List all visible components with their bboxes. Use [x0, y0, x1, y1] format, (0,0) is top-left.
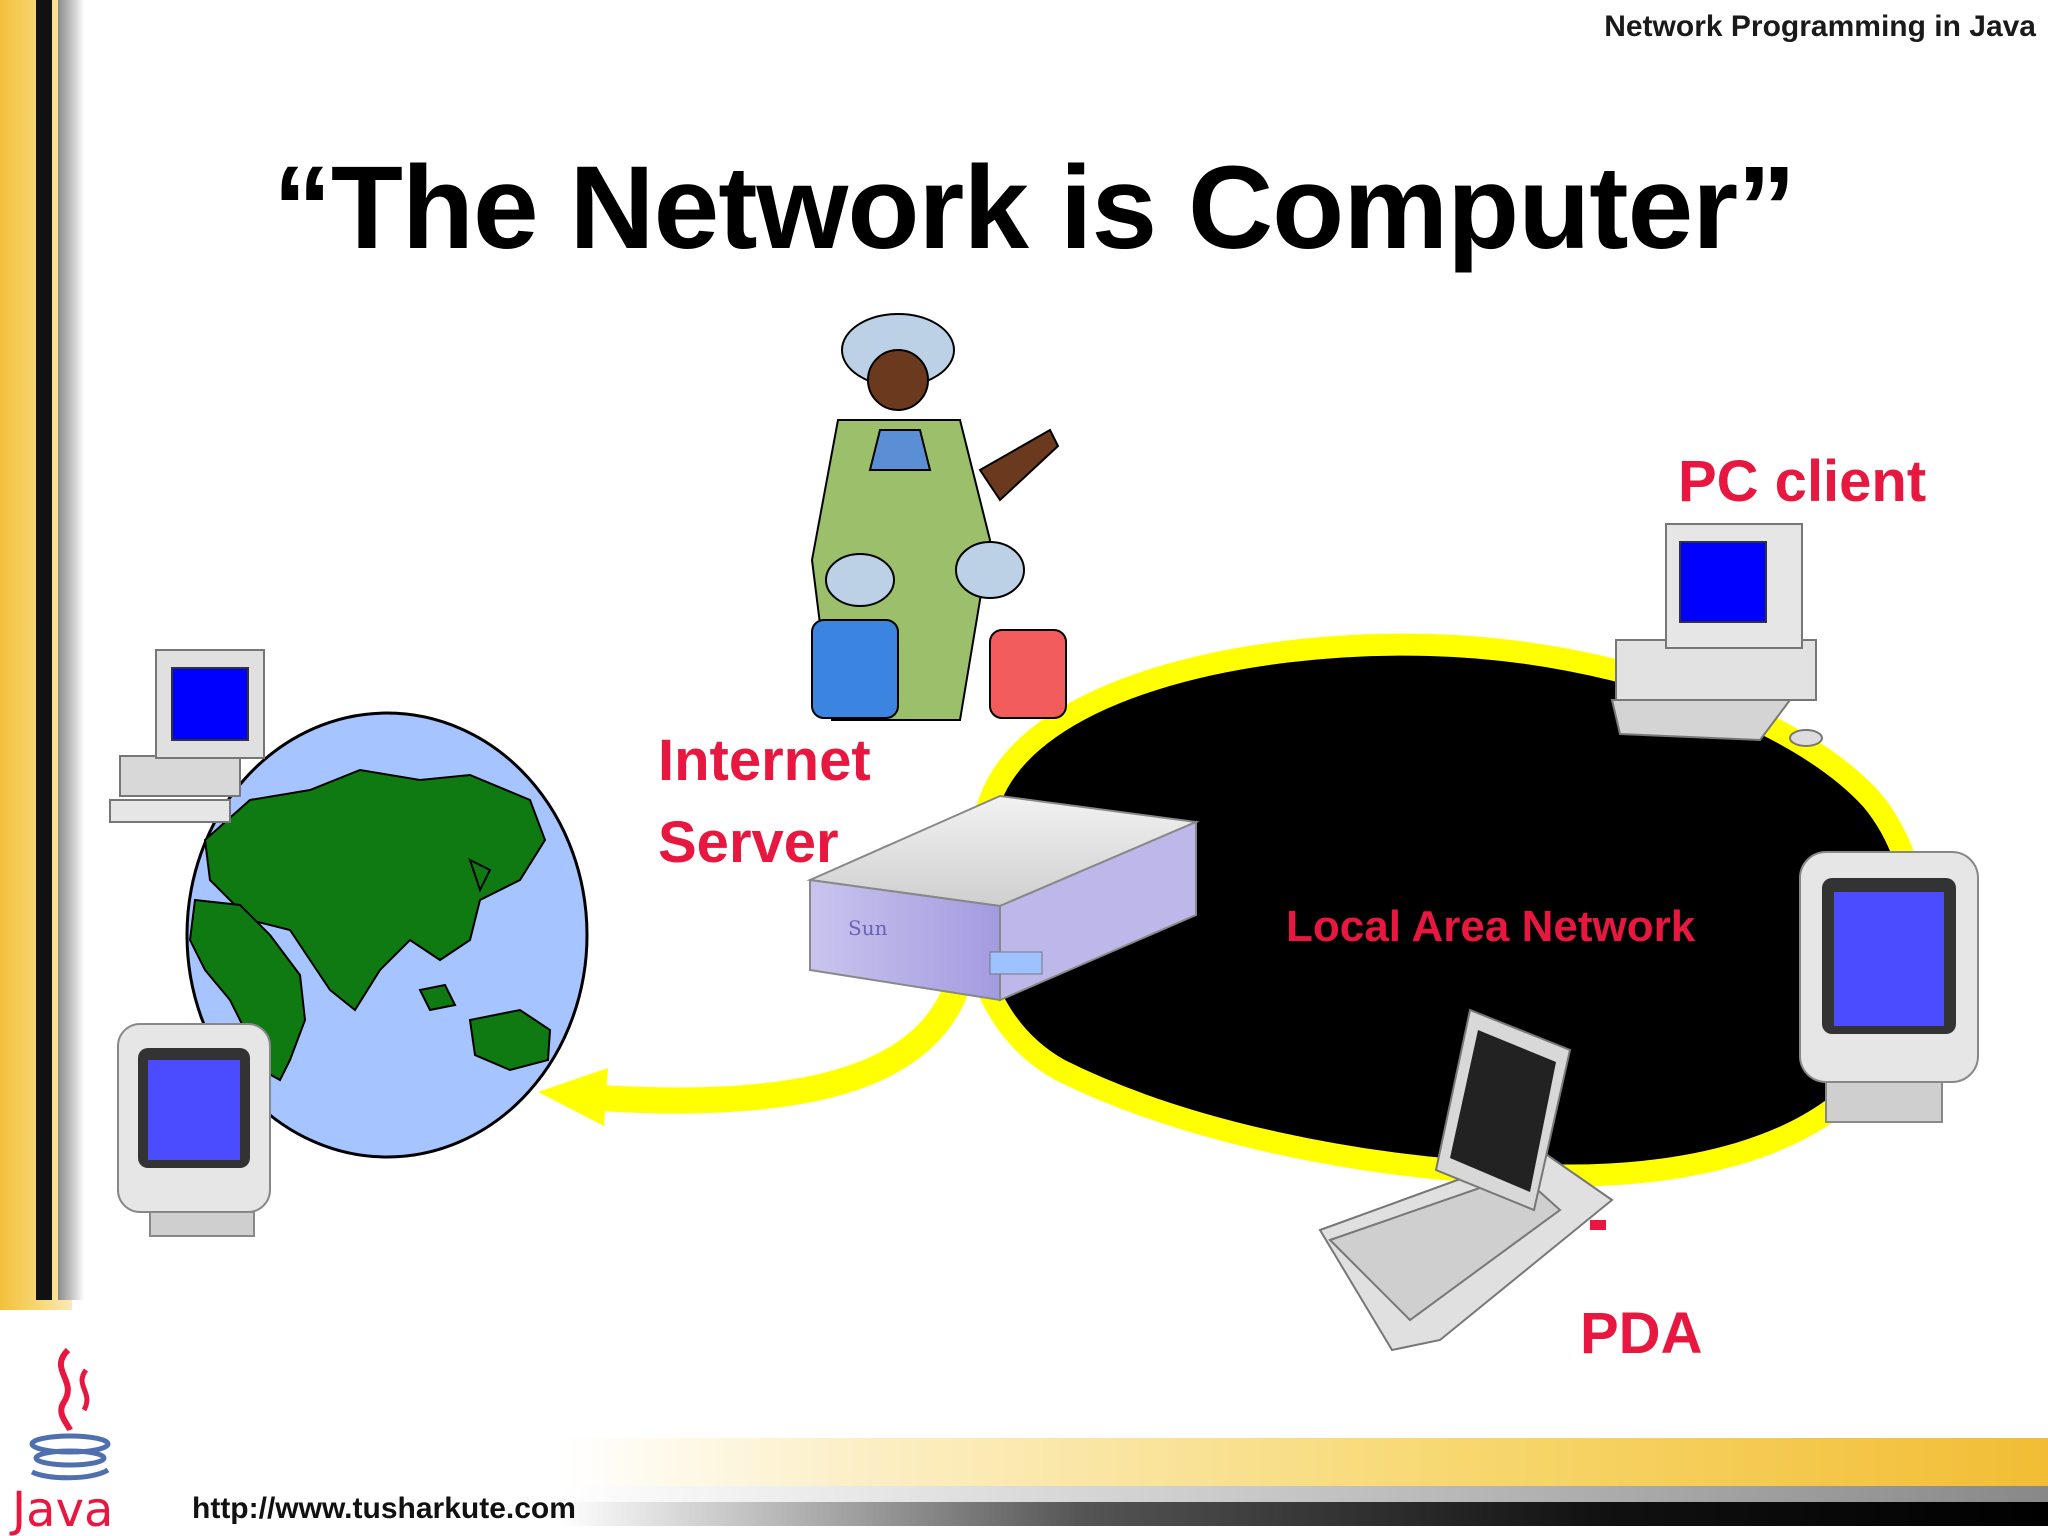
- pc-left-icon: [109, 649, 265, 823]
- server-brand-text: Sun: [848, 916, 888, 940]
- course-title: Network Programming in Java: [1604, 10, 2036, 43]
- guide-with-children-icon: [810, 313, 1067, 721]
- left-black-bar: [36, 0, 52, 1300]
- pc-client-label: PC client: [1678, 449, 1927, 514]
- pda-icon: [1318, 1008, 1614, 1352]
- footer-url: http://www.tusharkute.com: [192, 1492, 576, 1525]
- pda-label: PDA: [1580, 1301, 1703, 1366]
- monitor-terminal-right-icon: [1799, 851, 1979, 1123]
- internet-server-label: Internet Server: [658, 728, 871, 876]
- footer-black-bar: [560, 1502, 2048, 1526]
- java-logo-icon: Java: [9, 1347, 113, 1536]
- lan-label: Local Area Network: [1286, 902, 1696, 951]
- internet-server-icon: Sun: [806, 794, 1200, 1002]
- java-logo-text: Java: [9, 1482, 113, 1536]
- footer-gray-bar: [560, 1486, 2048, 1502]
- left-gray-bar: [58, 0, 84, 1300]
- internet-link-arrow: [538, 973, 973, 1126]
- monitor-terminal-left-icon: [117, 1023, 271, 1237]
- slide-title: “The Network is Computer”: [272, 142, 1796, 274]
- globe-icon: [185, 711, 589, 1159]
- pc-client-icon: [1610, 523, 1823, 747]
